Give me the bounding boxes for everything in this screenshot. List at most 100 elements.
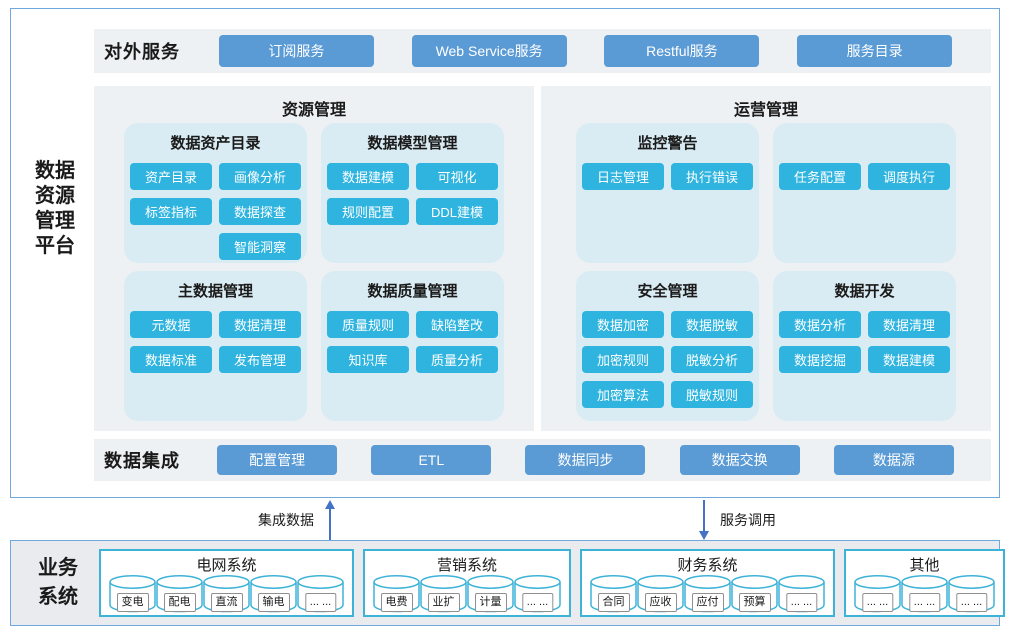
- module-card-buttons: 质量规则缺陷整改知识库质量分析: [321, 311, 504, 373]
- feature-button: 调度执行: [868, 163, 950, 190]
- feature-button: 任务配置: [779, 163, 861, 190]
- database-label: 输电: [257, 593, 290, 612]
- module-card-buttons: 数据建模可视化规则配置 DDL建模: [321, 163, 504, 225]
- module-card-buttons: 元数据数据清理数据标准发布管理: [124, 311, 307, 373]
- database-label: 电费: [380, 593, 413, 612]
- feature-button: 元数据: [130, 311, 212, 338]
- database-row: 变电配电直流输电 ... ...: [109, 575, 344, 613]
- feature-button: 资产目录: [130, 163, 212, 190]
- feature-button: 数据加密: [582, 311, 664, 338]
- database-label: 合同: [597, 593, 630, 612]
- database-label: 预算: [738, 593, 771, 612]
- module-card-buttons: 任务配置调度执行: [773, 163, 956, 190]
- feature-button: 数据清理: [219, 311, 301, 338]
- database-row: ... ...... ...... ...: [854, 575, 995, 613]
- module-card-title: 数据开发: [834, 283, 895, 300]
- database-label: ... ...: [785, 593, 818, 612]
- database-cylinder: 电费: [373, 575, 420, 613]
- feature-button: 质量分析: [416, 346, 498, 373]
- business-group: 营销系统电费业扩计量... ...: [363, 549, 571, 617]
- service-button: Web Service服务: [411, 35, 567, 67]
- module-card: 数据开发数据分析数据清理数据挖掘数据建模: [773, 271, 956, 421]
- module-card: 安全管理数据加密数据脱敏加密规则脱敏分析加密算法脱敏规则: [576, 271, 759, 421]
- feature-button: 日志管理: [582, 163, 664, 190]
- panels-row: 资源管理数据资产目录资产目录画像分析标签指标数据探查智能洞察数据模型管理数据建模…: [94, 86, 991, 431]
- module-card: 主数据管理元数据数据清理数据标准发布管理: [124, 271, 307, 421]
- module-card-title: 主数据管理: [177, 283, 253, 300]
- module-card: 监控警告日志管理执行错误: [576, 123, 759, 263]
- business-container: 业务 系统 电网系统变电配电直流输电... ...营销系统电费业扩计量... .…: [10, 540, 1005, 626]
- business-group: 财务系统合同应收应付预算... ...: [580, 549, 835, 617]
- module-card: 数据质量管理质量规则缺陷整改知识库质量分析: [321, 271, 504, 421]
- feature-button: 标签指标: [130, 198, 212, 225]
- database-cylinder: 直流: [203, 575, 250, 613]
- feature-button: 数据清理: [868, 311, 950, 338]
- feature-button: 加密算法: [582, 381, 664, 408]
- external-services-label: 对外服务: [104, 42, 180, 62]
- database-cylinder: 配电: [156, 575, 203, 613]
- database-label: 应付: [691, 593, 724, 612]
- module-card-title: [773, 132, 956, 163]
- database-label: ... ...: [304, 593, 337, 612]
- panel-title: 资源管理: [281, 102, 346, 119]
- database-cylinder: ... ...: [901, 575, 948, 613]
- database-cylinder: 应付: [684, 575, 731, 613]
- panel-operation-management: 运营管理监控警告日志管理执行错误任务配置调度执行安全管理数据加密数据脱敏加密规则…: [541, 86, 991, 431]
- service-button: Restful服务: [604, 35, 760, 67]
- database-label: 业扩: [427, 593, 460, 612]
- integration-button: ETL: [371, 445, 492, 475]
- database-label: 计量: [474, 593, 507, 612]
- feature-button: 缺陷整改: [416, 311, 498, 338]
- database-cylinder: 预算: [731, 575, 778, 613]
- platform-title: 数据 资源 管理 平台: [35, 160, 75, 257]
- module-card-buttons: 日志管理执行错误: [576, 163, 759, 190]
- feature-button: 规则配置: [327, 198, 409, 225]
- database-cylinder: 输电: [250, 575, 297, 613]
- business-group: 电网系统变电配电直流输电 ... ...: [99, 549, 354, 617]
- flow-service-call: 服务调用: [697, 500, 776, 540]
- database-cylinder: ... ...: [948, 575, 995, 613]
- database-label: 应收: [644, 593, 677, 612]
- database-label: ... ...: [955, 593, 988, 612]
- module-card-buttons: 数据分析数据清理数据挖掘数据建模: [773, 311, 956, 373]
- service-button: 服务目录: [797, 35, 953, 67]
- feature-button: 数据挖掘: [779, 346, 861, 373]
- module-card-buttons: 数据加密数据脱敏加密规则脱敏分析加密算法脱敏规则: [576, 311, 759, 408]
- database-label: 直流: [210, 593, 243, 612]
- business-title: 业务 系统: [38, 557, 78, 608]
- flow-service-call-label: 服务调用: [720, 512, 776, 528]
- module-card-title: 数据资产目录: [170, 135, 261, 152]
- database-cylinder: 合同: [590, 575, 637, 613]
- panel-resource-management: 资源管理数据资产目录资产目录画像分析标签指标数据探查智能洞察数据模型管理数据建模…: [94, 86, 534, 431]
- feature-button: 数据标准: [130, 346, 212, 373]
- module-card-title: 数据模型管理: [367, 135, 458, 152]
- database-cylinder: 变电: [109, 575, 156, 613]
- integration-button: 数据源: [833, 445, 954, 475]
- feature-button: 数据建模: [868, 346, 950, 373]
- feature-button: 数据探查: [219, 198, 301, 225]
- flow-integrate-data-label: 集成数据: [258, 512, 314, 528]
- database-cylinder: 计量: [467, 575, 514, 613]
- database-cylinder: ... ...: [778, 575, 825, 613]
- integration-button: 数据同步: [525, 445, 646, 475]
- feature-button: 智能洞察: [219, 233, 301, 260]
- feature-button: 加密规则: [582, 346, 664, 373]
- business-group-title: 电网系统: [196, 557, 257, 574]
- feature-button: 可视化: [416, 163, 498, 190]
- database-row: 电费业扩计量... ...: [373, 575, 561, 613]
- panel-title: 运营管理: [733, 102, 798, 119]
- feature-button: 执行错误: [671, 163, 753, 190]
- feature-button: DDL建模: [416, 198, 498, 225]
- integration-label: 数据集成: [104, 451, 180, 471]
- database-label: 配电: [163, 593, 196, 612]
- database-label: 变电: [116, 593, 149, 612]
- feature-button: 数据建模: [327, 163, 409, 190]
- business-group-title: 营销系统: [436, 557, 497, 574]
- feature-button: 脱敏分析: [671, 346, 753, 373]
